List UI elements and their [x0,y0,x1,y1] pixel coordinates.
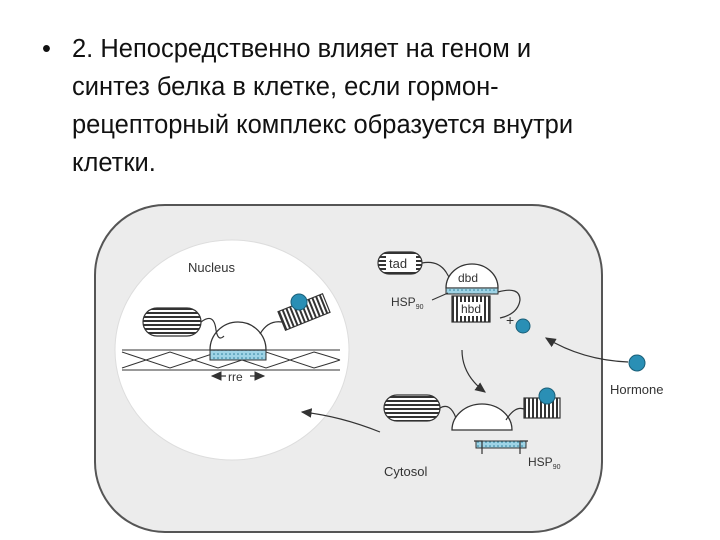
hsp90-label-released: HSP90 [528,455,561,471]
hormone-label: Hormone [610,382,663,397]
rre-label: rre [228,370,243,384]
hormone-bound-nuclear [290,293,308,311]
text-line-4: клетки. [72,149,156,177]
rre-site [209,349,267,361]
text-line-1: 2. Непосредственно влияет на геном и [72,35,532,63]
bullet: • [42,35,51,63]
linker [439,405,457,419]
hbd-label-bg [460,302,484,316]
nucleus-label: Nucleus [188,260,235,275]
tad-domain-active [383,394,441,422]
hormone-external [628,354,646,372]
text-line-2: синтез белка в клетке, если гормон- [72,73,499,101]
hsp90-legs [474,440,528,454]
dbd-dome-active [451,403,513,431]
hsp90-released [475,440,527,449]
slide-text: • 2. Непосредственно влияет на геном и с… [42,30,682,182]
hsp90-inactive [445,287,499,295]
dbd-dome-nuclear [209,321,267,351]
linker [200,317,225,339]
tad-domain-nuclear [142,307,202,337]
bullet-text: 2. Непосредственно влияет на геном и син… [72,30,682,182]
linker [497,289,521,319]
hormone-molecule [515,318,531,334]
dissociation-arrow [461,349,486,393]
dbd-dome-inactive [445,263,499,289]
text-line-3: рецепторный комплекс образуется внутри [72,111,574,139]
cytosol-label: Cytosol [384,464,427,479]
linker [259,321,283,335]
hormone-bound-active [538,387,556,405]
hsp90-label-top: HSP90 [391,295,424,311]
hormone-entry-arrow [544,337,629,363]
tad-label: tad [389,256,407,271]
plus-sign: + [506,312,514,328]
dbd-label: dbd [458,271,478,285]
hbd-label: hbd [461,302,481,316]
translocation-arrow [300,408,381,433]
tad-label-bg [386,255,416,271]
hsp90-pointer [431,292,449,301]
